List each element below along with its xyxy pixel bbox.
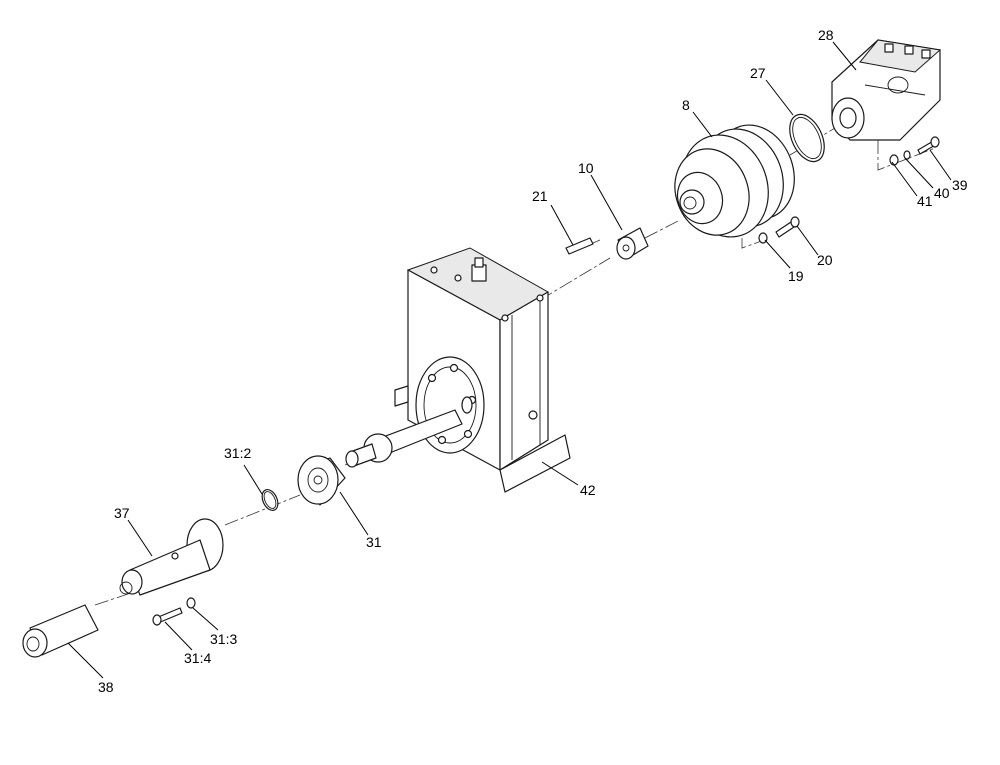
callout-19: 19 <box>788 268 804 284</box>
output-shaft <box>345 396 473 468</box>
callout-38: 38 <box>98 679 114 695</box>
callout-20: 20 <box>817 252 833 268</box>
callout-28: 28 <box>818 27 834 43</box>
motor-bolt-set <box>889 136 940 166</box>
hub-bolt-set <box>758 216 800 244</box>
callout-31: 31 <box>366 534 382 550</box>
coupler <box>616 227 649 260</box>
callout-39: 39 <box>952 177 968 193</box>
callout-27: 27 <box>750 65 766 81</box>
coupling <box>297 455 346 506</box>
shaft-sleeve <box>22 604 99 658</box>
callout-labels: 28 27 8 10 21 39 40 41 20 19 42 31:2 31 … <box>98 27 968 695</box>
callout-42: 42 <box>580 482 596 498</box>
callout-40: 40 <box>934 185 950 201</box>
o-ring-large <box>789 113 825 163</box>
callout-41: 41 <box>917 193 933 209</box>
hydraulic-motor <box>831 39 942 141</box>
callout-31-3: 31:3 <box>210 631 237 647</box>
flanged-shaft <box>119 518 224 596</box>
o-ring-small <box>261 489 279 511</box>
key-pin <box>565 237 594 255</box>
callout-31-4: 31:4 <box>184 650 211 666</box>
coupling-screw-set <box>152 597 196 626</box>
callout-8: 8 <box>682 97 690 113</box>
leader-lines <box>67 41 952 679</box>
callout-21: 21 <box>532 188 548 204</box>
callout-37: 37 <box>114 505 130 521</box>
gearbox-housing <box>394 247 571 493</box>
callout-10: 10 <box>578 160 594 176</box>
callout-31-2: 31:2 <box>224 445 251 461</box>
drive-hub <box>674 124 795 238</box>
